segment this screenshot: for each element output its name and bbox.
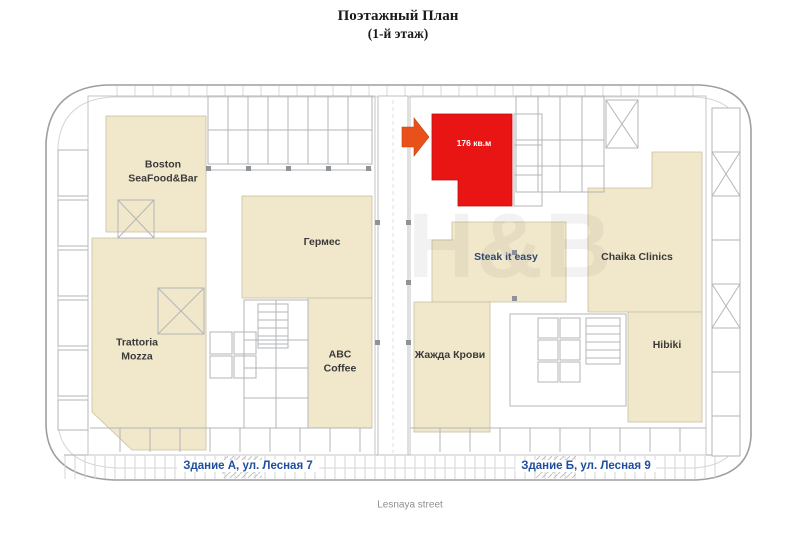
- area-hibiki: [627, 311, 703, 423]
- right-service-rooms: [711, 107, 741, 457]
- building-a-caption: Здание А, ул. Лесная 7: [177, 460, 319, 472]
- building-b-caption: Здание Б, ул. Лесная 9: [515, 460, 657, 472]
- tenant-label-chaika-clinics: Chaika Clinics: [601, 251, 673, 264]
- page-title: Поэтажный План (1-й этаж): [0, 8, 796, 42]
- area-germes: [241, 195, 373, 299]
- area-chaika-clinics: [587, 151, 703, 313]
- top-grid-ticks: [110, 86, 698, 97]
- area-trattoria-mozza: [91, 237, 207, 451]
- tenant-label-germes: Гермес: [303, 236, 341, 249]
- tenant-label-trattoria-mozza: Trattoria Mozza: [115, 336, 159, 362]
- highlighted-area: [431, 113, 513, 207]
- street-label: Lesnaya street: [377, 499, 443, 511]
- title-line1: Поэтажный План: [337, 8, 459, 24]
- tenant-label-boston-seafood: Boston SeaFood&Bar: [128, 158, 198, 184]
- tenant-label-steak-it-easy: Steak it easy: [474, 251, 538, 264]
- watermark: H&B: [408, 195, 614, 297]
- structural-columns: [206, 166, 517, 345]
- building-b-walls: [410, 95, 706, 452]
- building-a-walls: [90, 95, 373, 452]
- highlight-arrow-icon: [401, 117, 430, 157]
- left-service-rooms: [57, 149, 89, 431]
- title-line2: (1-й этаж): [367, 26, 429, 41]
- tenant-label-zhazhda-krovi: Жажда Крови: [414, 349, 486, 362]
- area-boston-seafood: [105, 115, 207, 233]
- area-zhazhda-krovi: [413, 301, 491, 433]
- highlight-area-size-label: 176 кв.м: [456, 138, 492, 148]
- tenant-areas: [91, 115, 703, 451]
- area-abc-coffee: [307, 297, 373, 429]
- tenant-label-abc-coffee: ABC Coffee: [323, 348, 357, 374]
- tenant-label-hibiki: Hibiki: [652, 339, 682, 352]
